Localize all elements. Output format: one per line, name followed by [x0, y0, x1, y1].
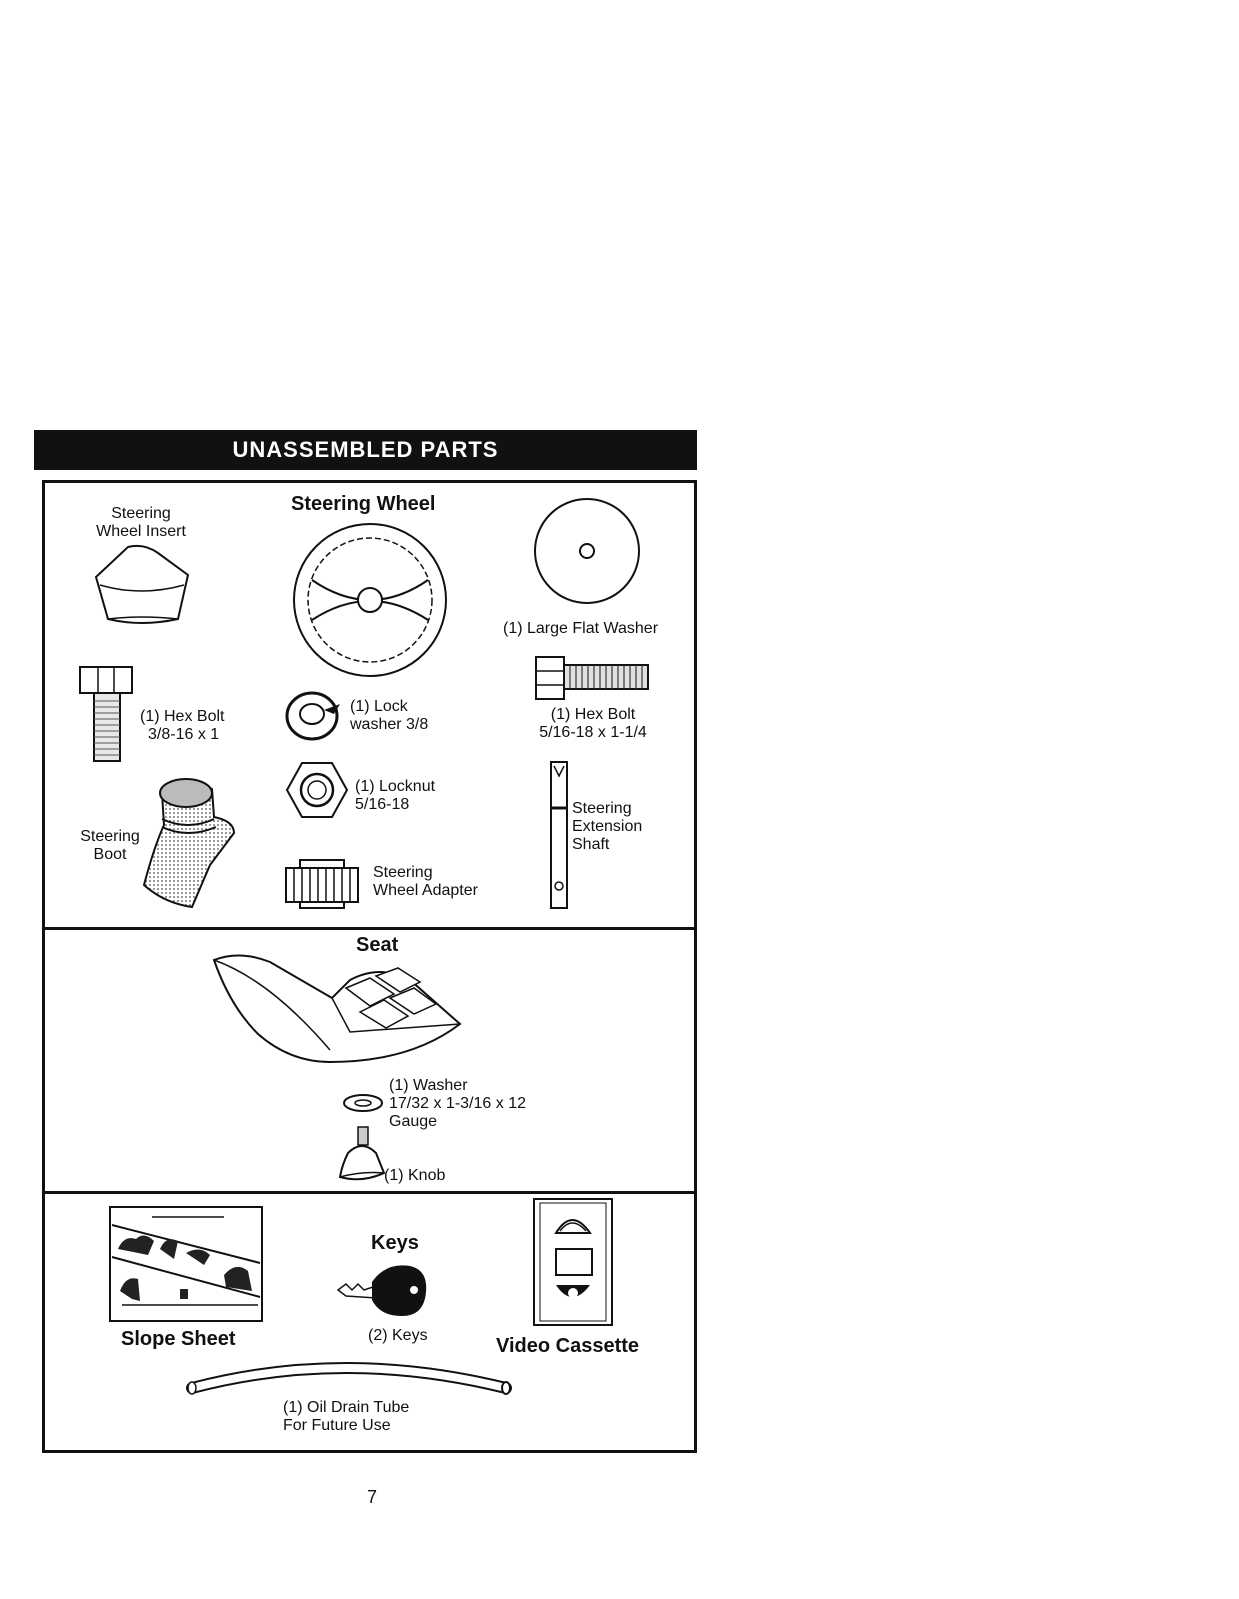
steering-wheel-illustration: [293, 523, 447, 677]
keys-title: Keys: [371, 1232, 419, 1254]
section-banner: UNASSEMBLED PARTS: [34, 430, 697, 470]
knob-label: (1) Knob: [384, 1167, 446, 1184]
keys-illustration: [336, 1265, 427, 1316]
hex-bolt-small-label: (1) Hex Bolt 3/8-16 x 1: [140, 708, 225, 743]
page-number: 7: [366, 1487, 377, 1507]
knob-illustration: [338, 1126, 386, 1181]
steering-wheel-insert-illustration: [94, 544, 190, 624]
keys-label: (2) Keys: [368, 1327, 428, 1344]
wheel-adapter-label: Steering Wheel Adapter: [373, 864, 478, 899]
locknut-illustration: [285, 762, 349, 818]
lock-washer-label: (1) Lock washer 3/8: [350, 698, 429, 733]
wheel-adapter-illustration: [285, 859, 359, 909]
steering-boot-illustration: [142, 778, 236, 909]
seat-washer-label: (1) Washer 17/32 x 1-3/16 x 12 Gauge: [389, 1077, 526, 1130]
seat-washer-illustration: [343, 1094, 383, 1112]
locknut-label: (1) Locknut 5/16-18: [355, 778, 436, 813]
hex-bolt-large-label: (1) Hex Bolt 5/16-18 x 1-1/4: [539, 706, 647, 741]
extension-shaft-illustration: [550, 761, 568, 909]
large-flat-washer-label: (1) Large Flat Washer: [503, 620, 659, 637]
extension-shaft-label: Steering Extension Shaft: [572, 800, 643, 853]
seat-title: Seat: [356, 934, 399, 956]
steering-wheel-insert-label: Steering Wheel Insert: [96, 505, 186, 540]
lock-washer-illustration: [285, 691, 340, 741]
section-title: UNASSEMBLED PARTS: [232, 437, 499, 462]
steering-wheel-title: Steering Wheel: [291, 493, 436, 515]
steering-boot-label: Steering Boot: [80, 828, 140, 863]
slope-sheet-illustration: [109, 1206, 263, 1322]
seat-illustration: [212, 954, 462, 1064]
hex-bolt-small-illustration: [79, 666, 133, 762]
oil-drain-tube-illustration: [186, 1362, 512, 1395]
large-flat-washer-illustration: [534, 498, 640, 604]
video-cassette-illustration: [533, 1198, 613, 1326]
slope-sheet-label: Slope Sheet: [121, 1328, 236, 1350]
oil-drain-tube-label: (1) Oil Drain Tube For Future Use: [283, 1399, 410, 1434]
hex-bolt-large-illustration: [535, 656, 649, 700]
video-cassette-label: Video Cassette: [496, 1335, 640, 1357]
